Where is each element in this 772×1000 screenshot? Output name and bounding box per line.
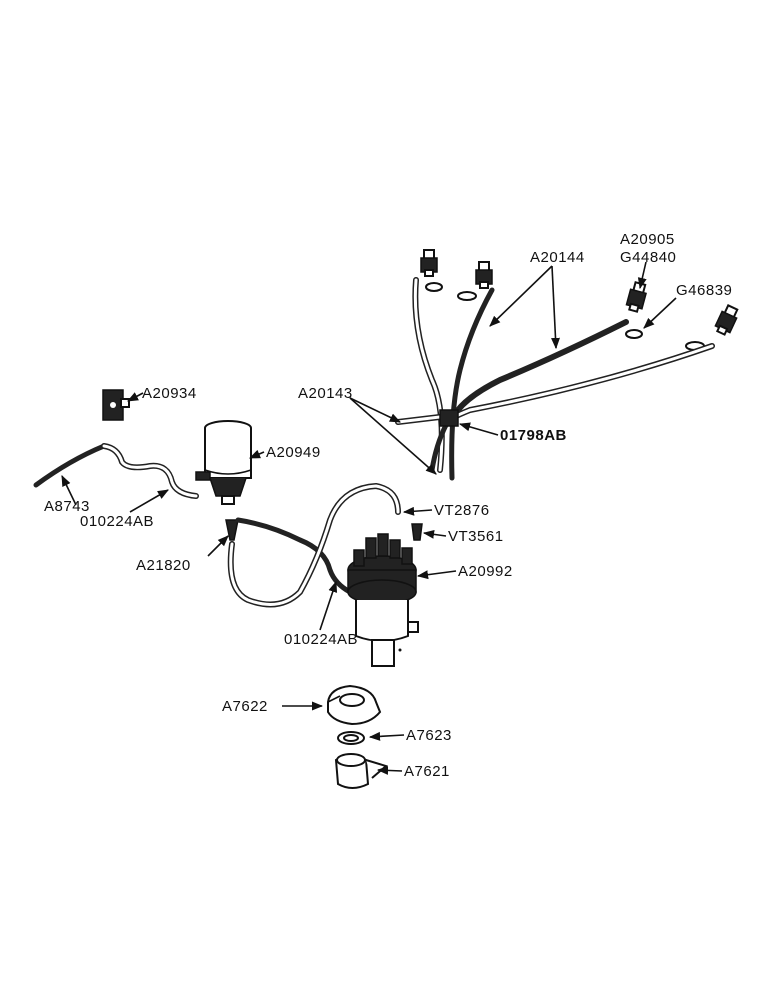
label-a7623: A7623	[406, 727, 452, 744]
label-a7621: A7621	[404, 763, 450, 780]
plug-gasket-3	[625, 329, 643, 339]
terminal-boot	[411, 523, 423, 541]
label-vt2876: VT2876	[434, 502, 490, 519]
coil-boot	[225, 519, 239, 541]
plug-gasket-1	[425, 282, 443, 292]
spark-plug-3	[625, 281, 647, 313]
label-g46839: G46839	[676, 282, 732, 299]
label-a20949: A20949	[266, 444, 321, 461]
coil-cable	[33, 443, 199, 499]
resistor-bracket	[102, 389, 130, 421]
distributor-washer	[337, 731, 365, 745]
spark-plug-2	[475, 261, 493, 289]
label-a20934: A20934	[142, 385, 197, 402]
harness-clip	[439, 409, 459, 427]
label-g44840: G44840	[620, 249, 676, 266]
label-a20143: A20143	[298, 385, 353, 402]
label-a20144: A20144	[530, 249, 585, 266]
label-vt3561: VT3561	[448, 528, 504, 545]
distributor-clamp	[327, 684, 382, 726]
leader-lines	[61, 261, 677, 775]
distributor-bushing	[334, 753, 389, 789]
spark-plug-4	[714, 304, 739, 336]
label-a7622: A7622	[222, 698, 268, 715]
wire-harness	[395, 277, 715, 481]
label-01798ab: 01798AB	[500, 427, 567, 444]
label-010224ab-bottom: 010224AB	[284, 631, 358, 648]
label-010224ab-top: 010224AB	[80, 513, 154, 530]
spark-plug-1	[420, 249, 438, 277]
plug-gasket-2	[457, 291, 477, 301]
label-a21820: A21820	[136, 557, 191, 574]
label-a20905: A20905	[620, 231, 675, 248]
part-labels: A20905 G44840 A20144 G46839 A20934 A2014…	[44, 231, 732, 780]
distributor	[347, 533, 419, 667]
ignition-coil	[195, 420, 252, 505]
coil-lead-wire	[227, 482, 401, 608]
label-a8743: A8743	[44, 498, 90, 515]
label-a20992: A20992	[458, 563, 513, 580]
